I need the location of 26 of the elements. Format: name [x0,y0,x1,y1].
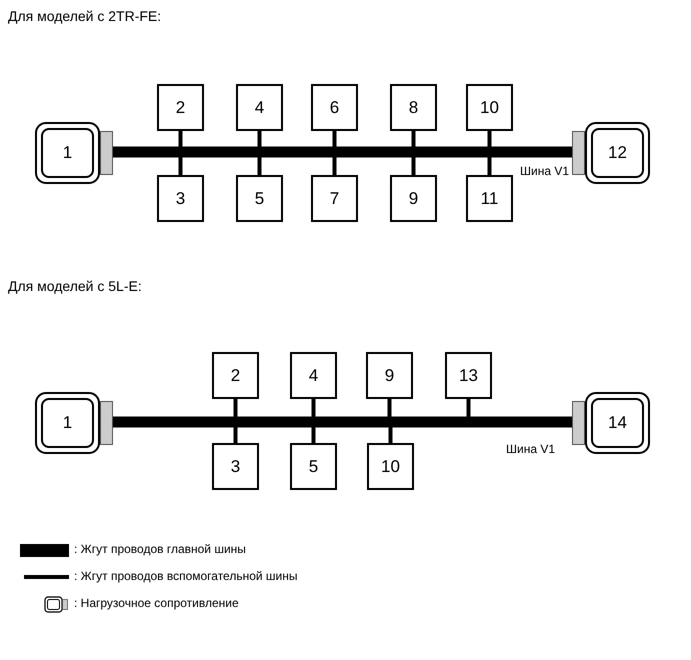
ecu-box: 5 [290,443,337,490]
ecu-box: 9 [366,352,413,399]
ecu-box: 13 [445,352,492,399]
ecu-box: 10 [367,443,414,490]
ecu-box: 4 [236,84,283,131]
bus-label: Шина V1 [520,164,570,178]
ecu-box: 3 [212,443,259,490]
ecu-box: 6 [311,84,358,131]
ecu-box: 3 [157,175,204,222]
ecu-box: 8 [390,84,437,131]
legend-text: : Жгут проводов вспомогательной шины [74,569,298,583]
legend-text: : Жгут проводов главной шины [74,542,246,556]
section-heading: Для моделей с 5L-E: [8,278,142,294]
ecu-box: 7 [311,175,358,222]
legend-text: : Нагрузочное сопротивление [74,596,239,610]
ecu-box: 5 [236,175,283,222]
bus-label: Шина V1 [506,442,556,456]
ecu-box: 2 [157,84,204,131]
ecu-box: 10 [466,84,513,131]
main-bus-line [113,416,572,428]
ecu-box: 11 [466,175,513,222]
ecu-box: 2 [212,352,259,399]
ecu-box: 4 [290,352,337,399]
main-bus-line [113,146,572,158]
ecu-box: 9 [390,175,437,222]
section-heading: Для моделей с 2TR-FE: [8,8,162,24]
